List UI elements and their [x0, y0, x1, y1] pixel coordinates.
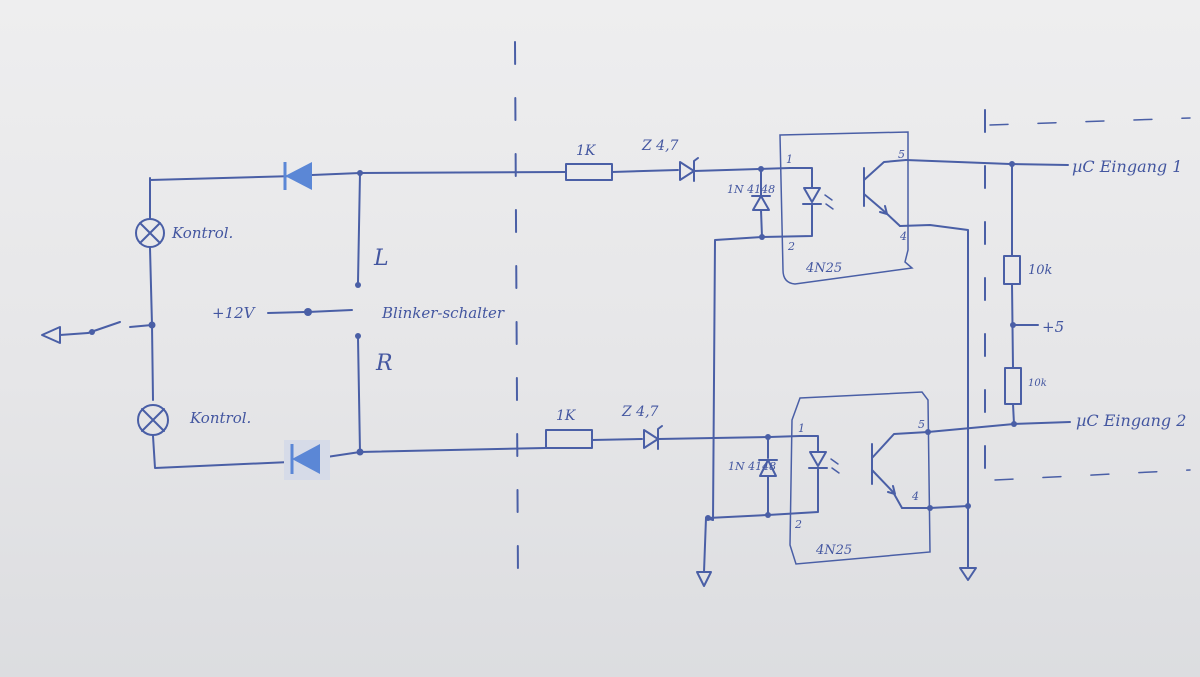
diode-icon: [284, 440, 330, 480]
junction: [356, 448, 364, 456]
output-bottom-label: µC Eingang 2: [1076, 411, 1186, 430]
r1-top-label: 1K: [576, 143, 597, 159]
lamp-bottom-label: Kontrol.: [189, 409, 251, 427]
junction: [357, 170, 363, 176]
pullup-bottom-label: 10k: [1028, 378, 1047, 389]
diode-icon: [751, 195, 771, 211]
zener-icon: [643, 425, 663, 450]
ground-icon: [959, 567, 977, 581]
lamp-top-label: Kontrol.: [171, 224, 233, 242]
wire-bottom-mid: [319, 447, 546, 459]
wire-top-left: [149, 175, 296, 181]
wire-d1-low: [760, 209, 763, 238]
wire-r2-z: [591, 438, 643, 441]
lamp-icon: [135, 218, 165, 248]
resistor-icon: [565, 163, 613, 181]
zener-icon: [679, 157, 699, 182]
pin2-bottom: 2: [794, 518, 802, 531]
zener-bottom-label: Z 4,7: [621, 404, 659, 420]
junction: [965, 503, 971, 509]
resistor-icon: [1003, 255, 1021, 285]
pin1-top: 1: [786, 153, 793, 166]
switch-r-label: R: [375, 351, 393, 376]
wire-return-bottom: [707, 514, 769, 519]
wire-top-mid: [311, 171, 566, 176]
pin4-bottom: 4: [911, 490, 919, 503]
wire-r1-z: [611, 169, 679, 173]
wire-collector-bottom: [927, 421, 1071, 433]
separator-line: [514, 41, 519, 581]
led-icon: [808, 451, 840, 474]
rail-label: +5: [1042, 318, 1064, 336]
wire-switch-r: [357, 337, 361, 453]
wire-led2-bottom: [767, 467, 819, 516]
opto-bottom-label: 4N25: [815, 543, 852, 558]
wire-common-return: [712, 236, 763, 521]
wire-led-bottom: [761, 203, 813, 238]
switch-lever: [307, 309, 353, 313]
switch-name-label: Blinker-schalter: [381, 304, 505, 322]
led-icon: [802, 187, 834, 210]
wire-z2-opto: [657, 435, 801, 440]
switch-l-label: L: [373, 246, 389, 271]
boundary-bottom-line: [994, 469, 1191, 481]
wire-emitter-top: [899, 224, 969, 569]
wire-led2-top: [799, 435, 819, 453]
resistor-icon: [545, 429, 593, 449]
r1-bottom-label: 1K: [556, 408, 577, 424]
switch-contact-r: [355, 333, 361, 339]
boundary-top-line: [989, 117, 1191, 126]
lamp-icon: [137, 404, 169, 436]
phototransistor-icon: [863, 159, 907, 227]
wire-pullup-bottom: [1012, 403, 1015, 425]
pin5-top: 5: [898, 148, 905, 161]
pin5-bottom: 5: [918, 418, 925, 431]
junction: [927, 505, 933, 511]
junction: [925, 429, 931, 435]
wire-z-opto: [693, 167, 791, 172]
wire-emitter-bottom: [901, 505, 969, 509]
ground-icon: [41, 321, 121, 344]
pin4-top: 4: [899, 230, 907, 243]
wire-ground: [129, 324, 153, 328]
junction: [148, 321, 156, 329]
resistor-icon: [1004, 367, 1022, 405]
optocoupler-top: [779, 131, 914, 285]
pin1-bottom: 1: [798, 422, 805, 435]
pullup-top-label: 10k: [1028, 263, 1053, 278]
optocoupler-bottom: [789, 391, 931, 565]
wire-led-top: [789, 167, 813, 189]
output-top-label: µC Eingang 1: [1072, 157, 1182, 176]
wire-ground-left: [703, 517, 714, 573]
diode-bottom-label: 1N 4148: [728, 460, 776, 473]
switch-contact-l: [355, 282, 361, 288]
wire-collector-top: [905, 159, 1069, 166]
pin2-top: 2: [787, 240, 795, 253]
phototransistor-icon: [871, 431, 929, 509]
diode-icon: [283, 162, 312, 190]
ground-icon: [696, 571, 712, 587]
zener-top-label: Z 4,7: [641, 138, 679, 154]
diode-top-label: 1N 4148: [727, 183, 775, 196]
wire-supply: [267, 311, 306, 314]
opto-top-label: 4N25: [805, 261, 842, 276]
wire-left-mid-lower: [151, 324, 154, 401]
supply-label: +12V: [212, 304, 257, 322]
wire-left-mid-upper: [149, 247, 153, 326]
wire-bottom-left: [152, 435, 291, 469]
wire-switch-l: [357, 172, 361, 283]
